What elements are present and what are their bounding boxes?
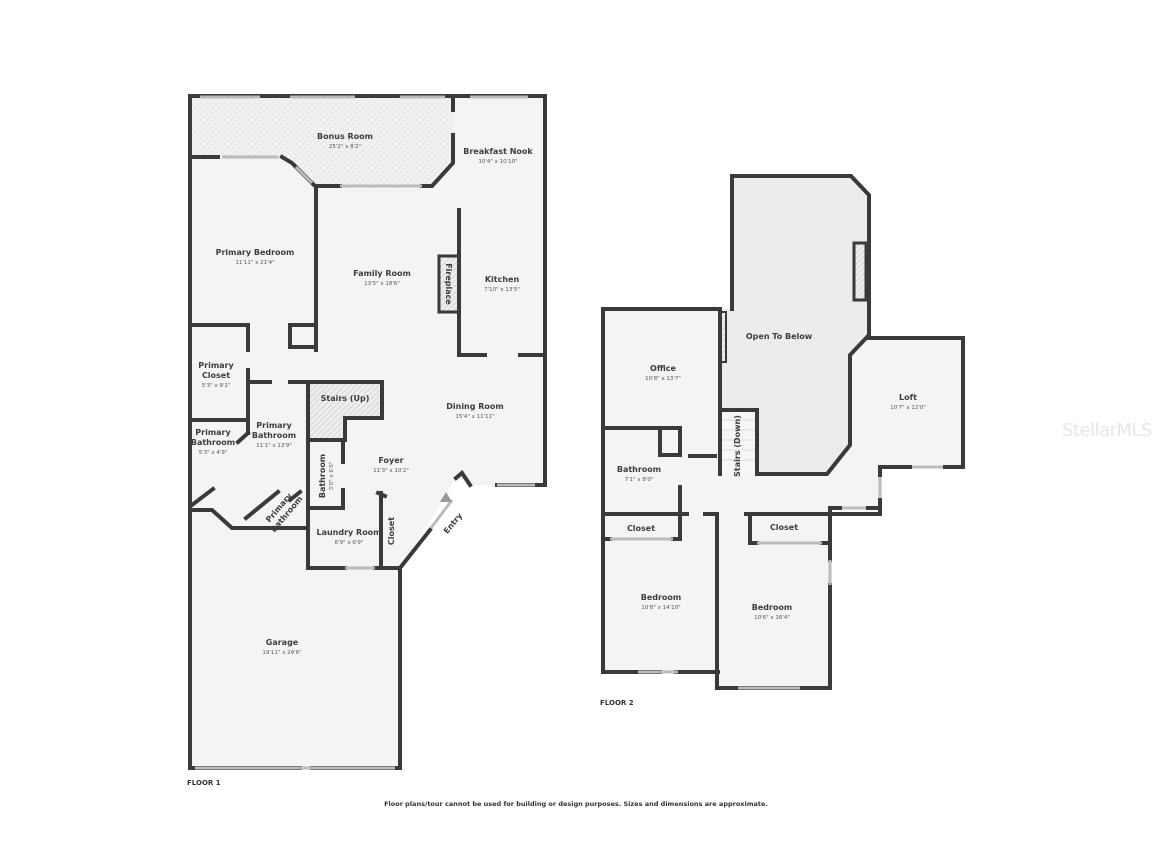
primary-bedroom-label: Primary Bedroom	[216, 248, 295, 257]
breakfast-nook-dim: 10'4" x 10'10"	[478, 159, 517, 165]
windows-floor-1	[195, 95, 535, 770]
stairs-up-label: Stairs (Up)	[321, 394, 370, 403]
foyer-dim: 11'3" x 10'2"	[373, 468, 409, 474]
disclaimer-text: Floor plans/tour cannot be used for buil…	[384, 800, 768, 808]
windows-floor-2	[610, 465, 943, 690]
primary-closet-dim: 5'3" x 9'1"	[202, 383, 231, 389]
bedroom-right-label: Bedroom	[752, 603, 793, 612]
primary-bathroom-small-label-1: Primary	[195, 428, 231, 437]
office-label: Office	[650, 364, 676, 373]
stellarmls-watermark: StellarMLS	[1062, 420, 1152, 441]
primary-bathroom-large-label-2: Bathroom	[252, 431, 296, 440]
primary-closet-label-1: Primary	[198, 361, 234, 370]
floor-1-plan	[188, 94, 547, 770]
dining-room-dim: 15'4" x 11'11"	[455, 414, 494, 420]
breakfast-nook-label: Breakfast Nook	[463, 147, 533, 156]
loft-label: Loft	[899, 393, 917, 402]
floor-2-plan	[601, 174, 965, 690]
bonus-room-label: Bonus Room	[317, 132, 373, 141]
garage-label: Garage	[266, 638, 299, 647]
floor-2-title: FLOOR 2	[600, 699, 634, 707]
bathroom-label: Bathroom	[617, 465, 661, 474]
foyer-label: Foyer	[378, 456, 403, 465]
primary-bedroom-dim: 11'11" x 21'4"	[235, 260, 274, 266]
primary-closet-label-2: Closet	[202, 371, 230, 380]
bedroom-left-dim: 10'8" x 14'10"	[641, 605, 680, 611]
floor-2-labels: Open To Below Office 10'8" x 13'7" Loft …	[600, 332, 926, 707]
bathroom-dim: 7'1" x 8'0"	[625, 477, 654, 483]
closet-left-label: Closet	[627, 524, 655, 533]
upper-chimney-shape	[852, 241, 868, 302]
primary-bathroom-small-dim: 5'3" x 4'9"	[199, 450, 228, 456]
bedroom-left-label: Bedroom	[641, 593, 682, 602]
open-to-below-area	[720, 176, 869, 474]
laundry-room-label: Laundry Room	[316, 528, 381, 537]
stairs-up-floor	[310, 384, 382, 438]
entry-label: Entry	[442, 511, 465, 536]
entry-arrow-icon	[440, 492, 452, 502]
kitchen-dim: 7'10" x 13'5"	[484, 287, 520, 293]
bathroom-small-label: Bathroom	[318, 454, 327, 498]
primary-bathroom-small-label-2: Bathroom	[191, 438, 235, 447]
primary-bathroom-large-label-1: Primary	[256, 421, 292, 430]
loft-dim: 10'7" x 12'0"	[890, 405, 926, 411]
fireplace-label: Fireplace	[444, 263, 453, 305]
floor-1-title: FLOOR 1	[187, 779, 221, 787]
open-to-below-label: Open To Below	[746, 332, 813, 341]
laundry-room-dim: 6'9" x 6'9"	[335, 540, 364, 546]
bonus-room-dim: 25'2" x 8'2"	[329, 144, 361, 150]
stairs-down-label: Stairs (Down)	[733, 415, 742, 477]
bonus-room-floor	[192, 98, 453, 186]
bedroom-right-dim: 10'6" x 16'4"	[754, 615, 790, 621]
office-dim: 10'8" x 13'7"	[645, 376, 681, 382]
family-room-label: Family Room	[353, 269, 411, 278]
floor-1-labels: Bonus Room 25'2" x 8'2" Breakfast Nook 1…	[187, 132, 533, 787]
primary-bathroom-large-dim: 11'1" x 13'9"	[256, 443, 292, 449]
kitchen-label: Kitchen	[485, 275, 520, 284]
stairs-down-shape	[720, 410, 757, 474]
dining-room-label: Dining Room	[446, 402, 504, 411]
closet-label: Closet	[387, 517, 396, 545]
closet-right-label: Closet	[770, 523, 798, 532]
bathroom-small-dim: 3'0" x 6'5"	[329, 462, 335, 491]
family-room-dim: 13'5" x 18'6"	[364, 281, 400, 287]
garage-dim: 19'11" x 24'6"	[262, 650, 301, 656]
